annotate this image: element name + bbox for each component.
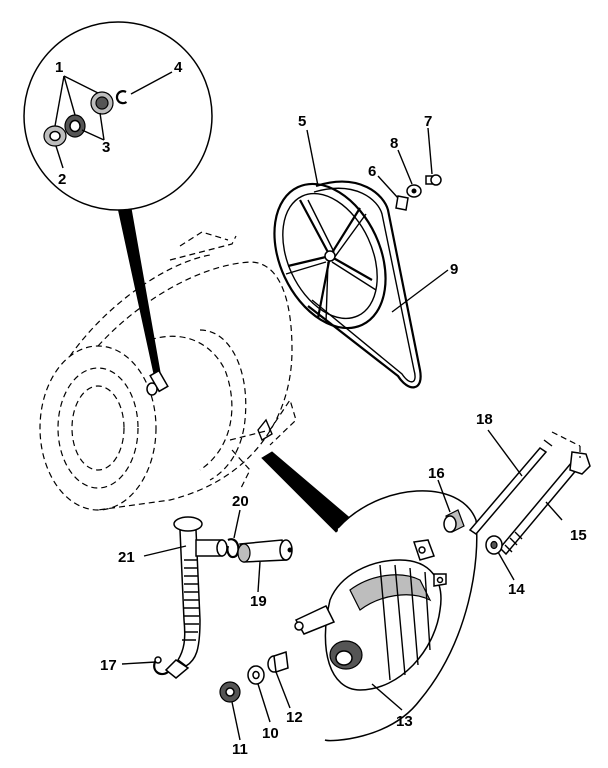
callout-19: 19 <box>250 593 267 610</box>
part-14-washer <box>485 535 503 555</box>
part-10-washer <box>247 665 265 685</box>
callout-15: 15 <box>570 527 587 544</box>
part-9-belt <box>307 180 422 389</box>
callout-12: 12 <box>286 709 303 726</box>
part-8-washer <box>406 184 422 198</box>
callout-21: 21 <box>118 549 135 566</box>
callout-8: 8 <box>390 135 398 152</box>
callout-2: 2 <box>58 171 66 188</box>
motor-detail-bubble <box>261 451 478 742</box>
part-19-pump-fitting <box>237 539 293 563</box>
callout-14: 14 <box>508 581 525 598</box>
callout-3: 3 <box>102 139 110 156</box>
callout-16: 16 <box>428 465 445 482</box>
part-2-nut <box>43 125 67 147</box>
callout-13: 13 <box>396 713 413 730</box>
part-3-bearing <box>64 91 114 138</box>
part-13-motor <box>294 539 447 691</box>
callout-10: 10 <box>262 725 279 742</box>
callout-labels: 1 2 3 4 5 6 7 8 9 10 11 12 13 14 15 16 1… <box>55 59 587 758</box>
part-5-pulley <box>273 182 387 330</box>
callout-18: 18 <box>476 411 493 428</box>
part-15-bolt <box>498 451 591 556</box>
part-4-retaining-ring <box>115 90 128 105</box>
callout-7: 7 <box>424 113 432 130</box>
part-7-screw <box>425 174 442 186</box>
tub-shaft-stud <box>146 369 169 396</box>
callout-4: 4 <box>174 59 183 76</box>
callout-5: 5 <box>298 113 306 130</box>
part-20-clamp <box>226 538 240 559</box>
callout-11: 11 <box>232 741 248 758</box>
part-16-nut <box>443 509 465 533</box>
part-17-clamp <box>153 656 169 676</box>
tub-assembly <box>39 231 297 511</box>
bearing-detail-bubble <box>23 21 213 375</box>
callout-1: 1 <box>55 59 63 76</box>
part-11-nut <box>219 681 241 703</box>
callout-6: 6 <box>368 163 376 180</box>
part-12-bushing <box>267 650 289 674</box>
callout-20: 20 <box>232 493 249 510</box>
part-6-clip <box>395 195 409 211</box>
leader-lines <box>121 127 563 741</box>
part-18-bolt <box>468 439 553 535</box>
callout-17: 17 <box>100 657 117 674</box>
callout-9: 9 <box>450 261 458 278</box>
part-21-drain-hose <box>164 516 228 679</box>
